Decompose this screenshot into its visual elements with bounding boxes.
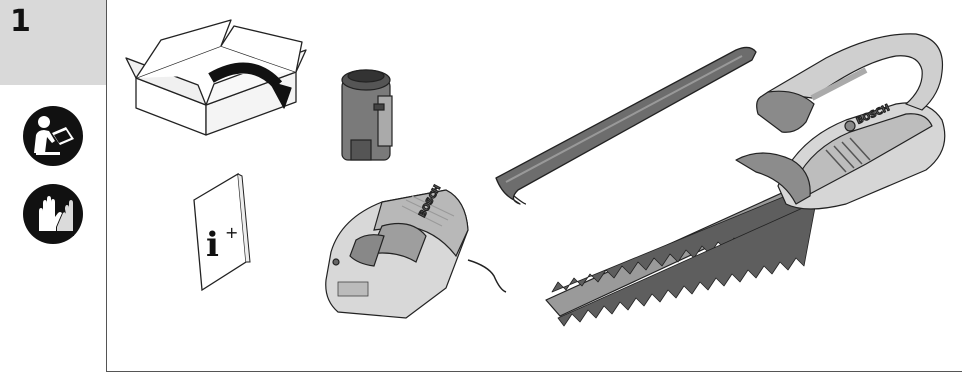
booklet-symbol: i — [206, 225, 219, 265]
step-indicator: 1 — [0, 0, 106, 85]
sidebar: 1 — [0, 0, 106, 374]
booklet-plus: + — [225, 223, 238, 242]
step-number: 1 — [10, 4, 31, 39]
box-open-icon — [126, 20, 306, 135]
instruction-booklet-icon: i + — [194, 174, 250, 290]
battery-charger-icon: BOSCH — [326, 184, 506, 318]
protective-gloves-icon — [22, 183, 84, 245]
components-illustration: i + BOSCH — [106, 0, 962, 372]
hedge-trimmer-icon: BOSCH — [546, 34, 945, 326]
battery-pack-icon — [342, 70, 392, 160]
read-manual-icon — [22, 105, 84, 167]
blade-cover-icon — [496, 47, 756, 204]
